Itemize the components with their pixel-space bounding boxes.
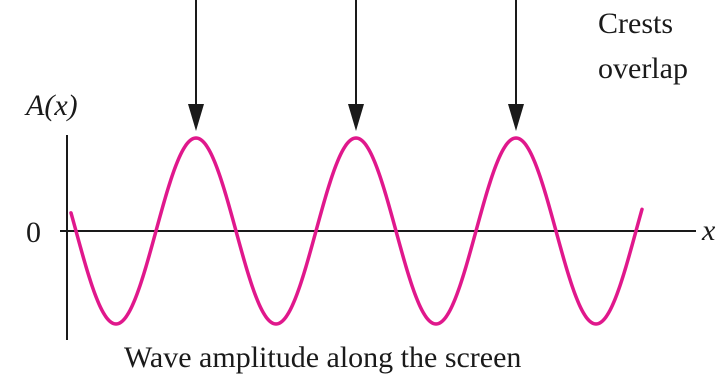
y-axis-label: A(x) bbox=[24, 89, 78, 122]
origin-label: 0 bbox=[26, 216, 41, 249]
crest-arrows bbox=[188, 0, 524, 131]
crest-arrow bbox=[348, 0, 364, 131]
crest-arrow-head bbox=[348, 104, 364, 131]
crest-arrow-head bbox=[188, 104, 204, 131]
x-axis-label: x bbox=[701, 214, 716, 247]
annotation-overlap: overlap bbox=[598, 52, 688, 85]
crest-arrow-head bbox=[508, 104, 524, 131]
annotation-crests: Crests bbox=[598, 7, 673, 40]
crest-arrow bbox=[508, 0, 524, 131]
crest-arrow bbox=[188, 0, 204, 131]
wave-curve bbox=[69, 136, 644, 326]
diagram-caption: Wave amplitude along the screen bbox=[124, 341, 521, 374]
